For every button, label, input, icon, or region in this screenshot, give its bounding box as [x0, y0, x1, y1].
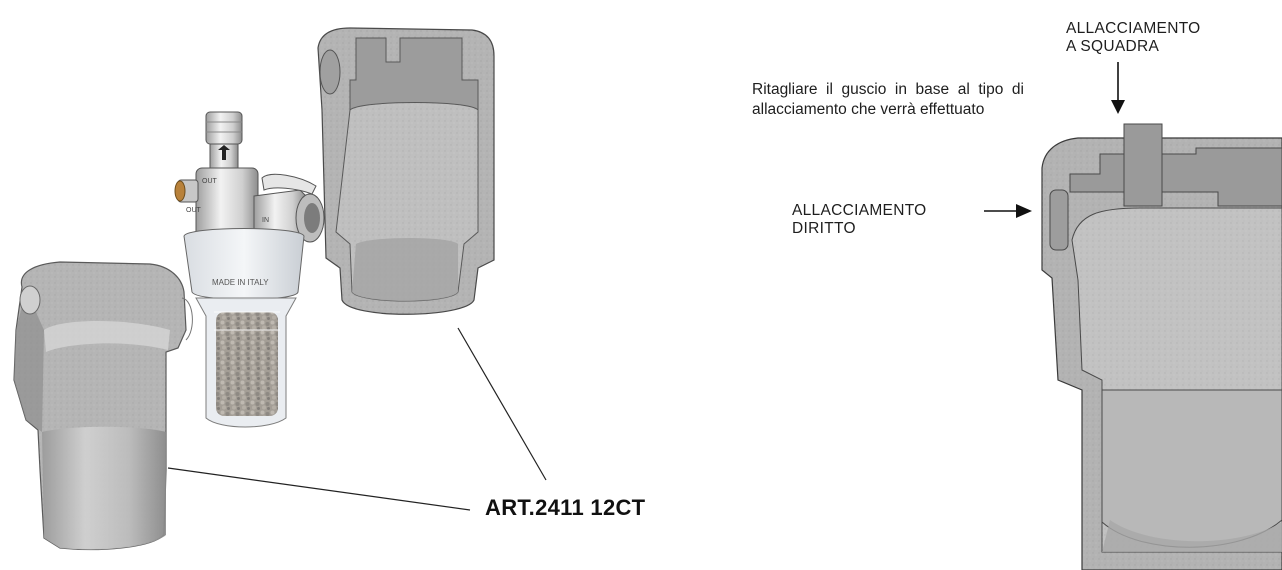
instruction-note: Ritagliare il guscio in base al tipo di …	[752, 81, 1024, 118]
label-squadra-line1: ALLACCIAMENTO	[1066, 20, 1201, 37]
out-marking-side: OUT	[186, 207, 202, 214]
upper-insulation-shell	[317, 27, 495, 315]
arrow-squadra	[1111, 62, 1125, 114]
made-in-italy-marking: MADE IN ITALY	[212, 278, 269, 287]
in-marking: IN	[262, 217, 269, 224]
shell-cross-section	[1041, 123, 1282, 570]
out-marking: OUT	[202, 178, 218, 185]
article-code: ART.2411 12CT	[485, 495, 646, 520]
label-diritto-line2: DIRITTO	[792, 220, 856, 237]
label-squadra-line2: A SQUADRA	[1066, 38, 1160, 55]
leader-line-upper-shell	[457, 327, 547, 481]
filter-unit: OUT OUT IN MADE IN ITALY	[174, 111, 325, 428]
arrow-diritto	[984, 204, 1032, 218]
leader-line-lower-shell	[167, 467, 471, 511]
label-allacciamento-squadra: ALLACCIAMENTO A SQUADRA	[1066, 20, 1201, 56]
label-allacciamento-diritto: ALLACCIAMENTO DIRITTO	[792, 202, 927, 238]
label-diritto-line1: ALLACCIAMENTO	[792, 202, 927, 219]
lower-insulation-shell	[13, 261, 193, 551]
